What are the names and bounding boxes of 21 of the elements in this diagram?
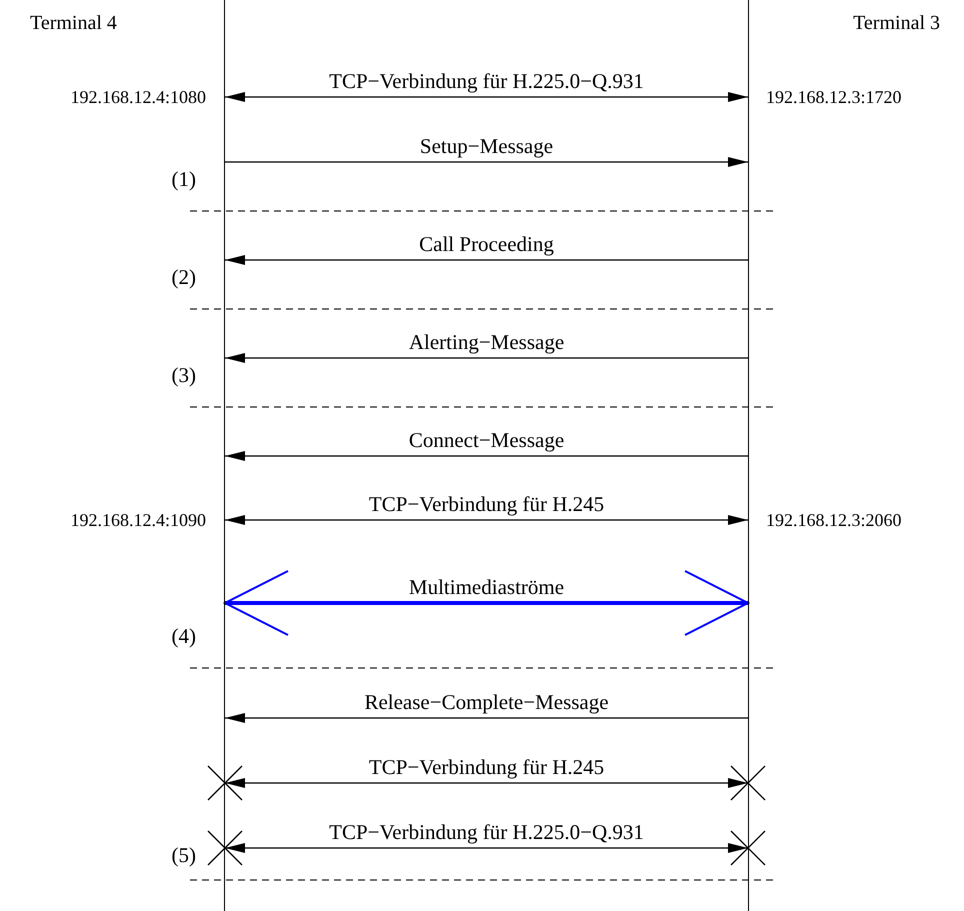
- step-number: (3): [172, 364, 196, 386]
- step-number: (2): [172, 266, 196, 288]
- message-arrow: [225, 157, 748, 167]
- message-arrow: [225, 255, 748, 265]
- step-number: (5): [172, 844, 196, 866]
- address-label: 192.168.12.4:1080: [70, 86, 206, 108]
- double-arrow: [224, 570, 749, 636]
- message-arrow: [225, 353, 748, 363]
- address-label: 192.168.12.3:2060: [766, 509, 902, 531]
- address-label: 192.168.12.4:1090: [70, 509, 206, 531]
- message-arrow: [225, 843, 748, 853]
- message-arrow: [225, 92, 748, 102]
- message-arrow: [225, 515, 748, 525]
- message-arrow: [225, 713, 748, 723]
- address-label: 192.168.12.3:1720: [766, 86, 902, 108]
- lifeline-heading: Terminal 4: [30, 12, 117, 35]
- message-arrow: [225, 451, 748, 461]
- step-number: (1): [172, 168, 196, 190]
- lifeline-heading: Terminal 3: [853, 12, 940, 35]
- message-arrow: [225, 778, 748, 788]
- step-number: (4): [172, 625, 196, 647]
